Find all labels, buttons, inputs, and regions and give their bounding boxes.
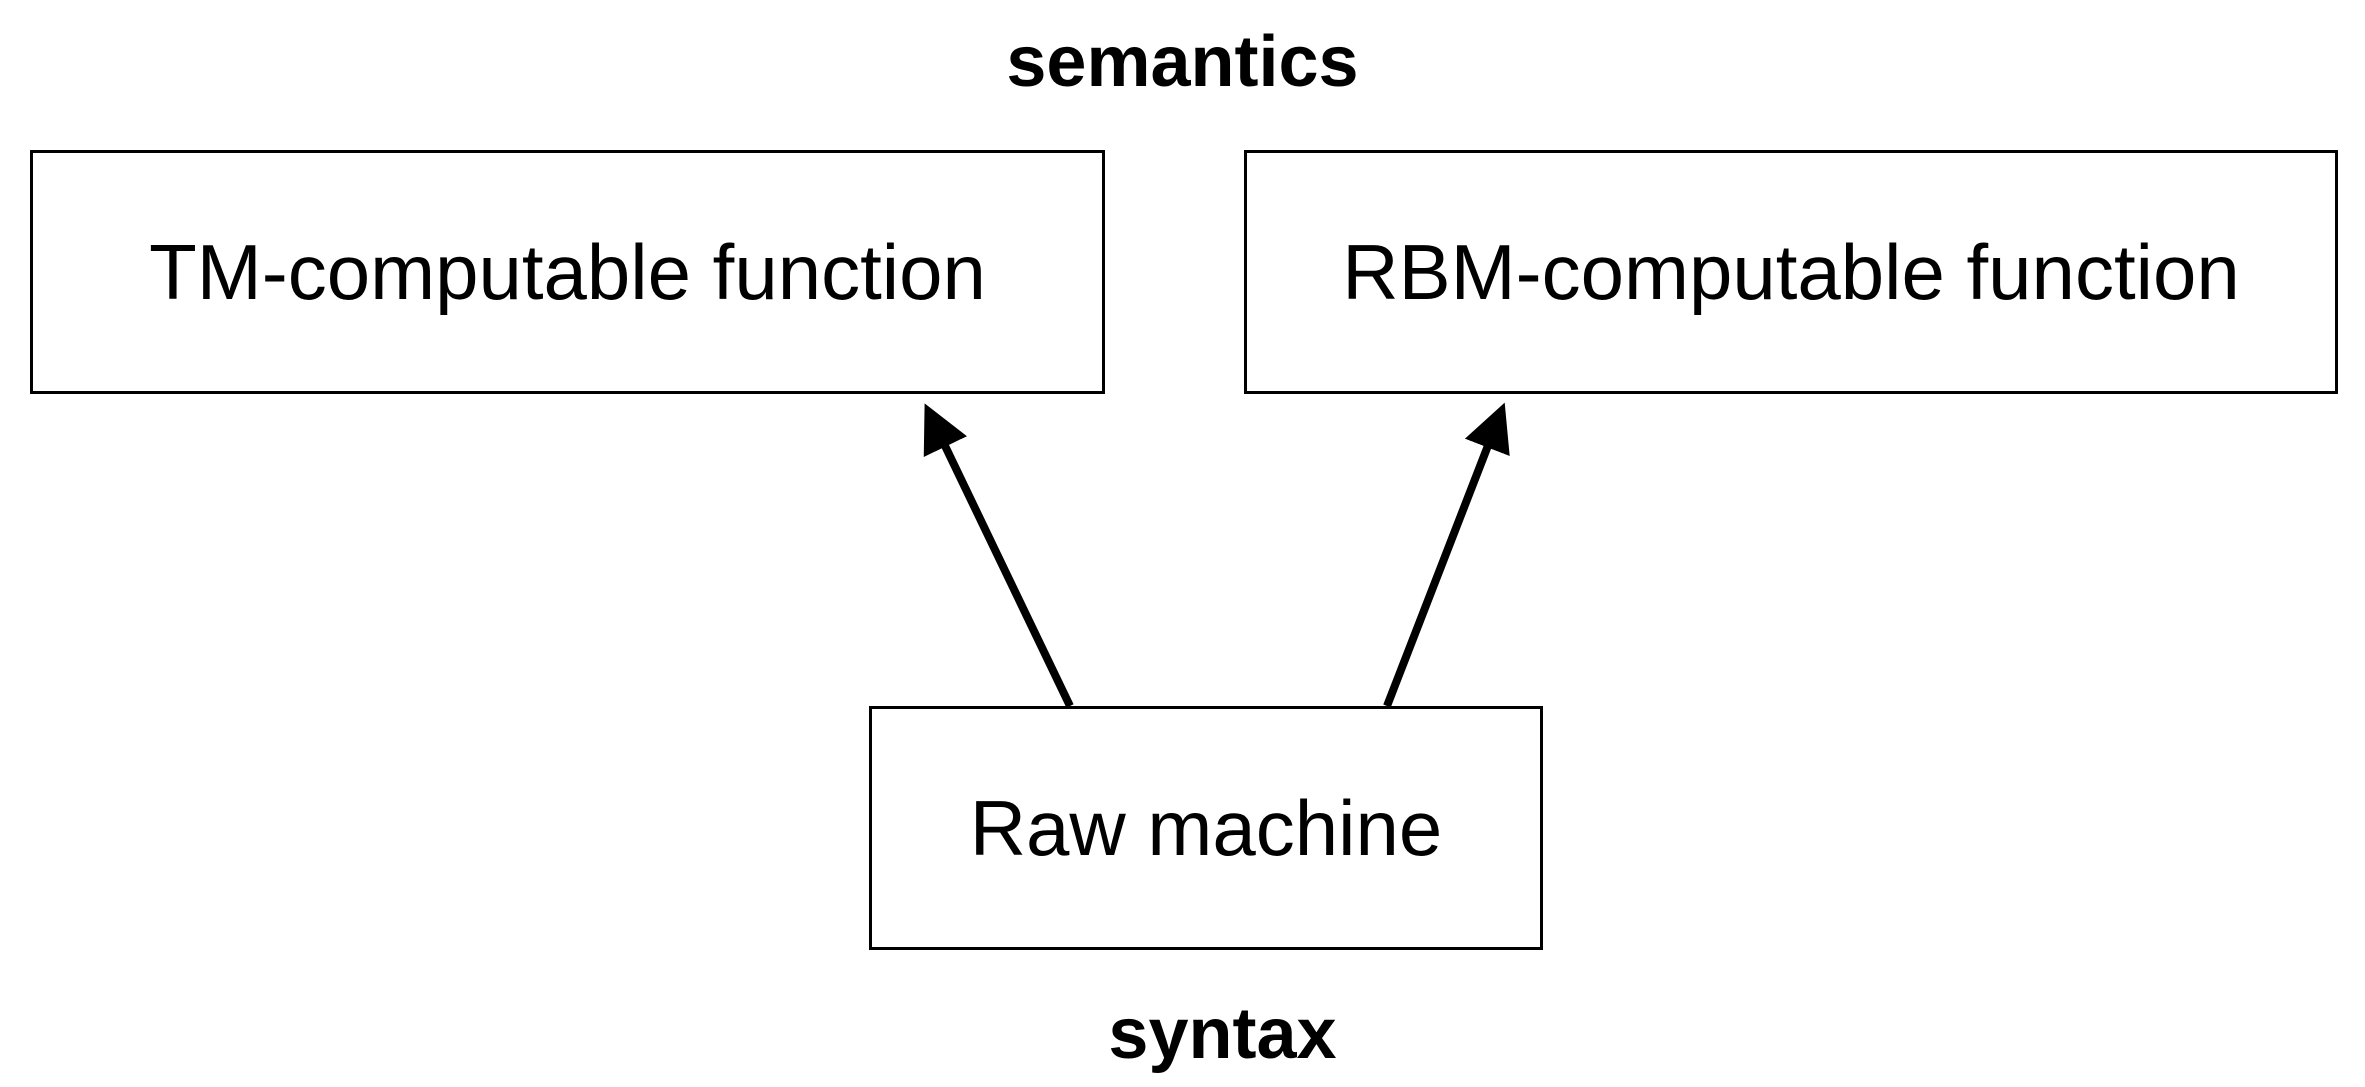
arrow-raw-to-rbm [1383, 402, 1510, 708]
raw-machine-label: Raw machine [969, 783, 1443, 872]
semantics-label: semantics [1006, 22, 1359, 102]
raw-machine-box: Raw machine [869, 706, 1543, 950]
tm-computable-function-box: TM-computable function [30, 150, 1105, 394]
rbm-computable-function-label: RBM-computable function [1342, 227, 2240, 316]
arrow-raw-to-tm [923, 403, 1074, 708]
syntax-label: syntax [1108, 994, 1337, 1074]
rbm-computable-function-box: RBM-computable function [1244, 150, 2338, 394]
tm-computable-function-label: TM-computable function [149, 227, 986, 316]
